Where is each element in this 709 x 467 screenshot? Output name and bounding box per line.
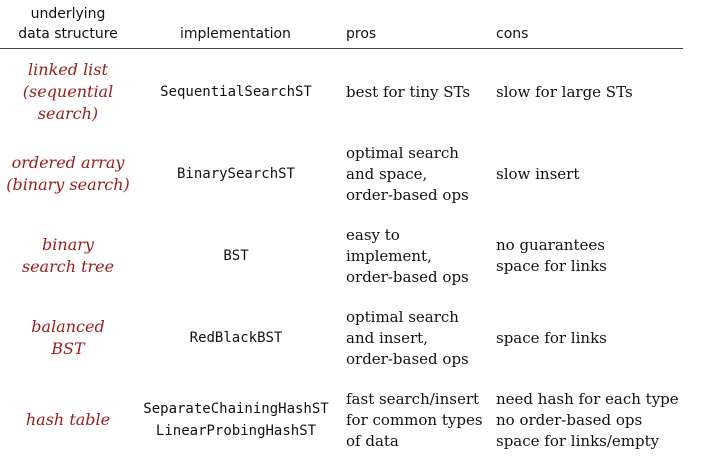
cell-pros: optimal search and insert, order-based o… [346,304,491,372]
cell-cons: slow insert [496,140,706,208]
structure-line: BST [51,339,85,358]
header-data-structure: underlying data structure [6,4,130,44]
cell-implementation: BST [136,222,336,290]
cons-line: space for links [496,257,607,275]
implementation-class: LinearProbingHashST [155,423,317,439]
cell-data-structure: binary search tree [0,222,136,290]
pros-line: best for tiny STs [346,82,471,101]
cons-line: slow for large STs [496,82,633,101]
cons-line: space for links [496,328,607,347]
structure-line: hash table [25,410,111,429]
pros-line: optimal search [346,143,459,162]
cell-pros: optimal search and space, order-based op… [346,140,491,208]
cons-line: need hash for each type [496,389,679,408]
cell-cons: space for links [496,304,706,372]
pros-line: order-based ops [346,267,469,286]
structure-line: (binary search) [6,175,130,194]
table-row-ordered-array: ordered array (binary search) BinarySear… [0,140,709,208]
cons-line: space for links/empty [496,431,660,450]
cell-data-structure: balanced BST [0,304,136,372]
cell-cons: no guarantees space for links [496,222,706,290]
structure-line: binary [42,235,94,254]
pros-line: optimal search [346,307,459,326]
implementation-class: SeparateChainingHashST [143,401,329,417]
cell-pros: easy to implement, order-based ops [346,222,491,290]
header-data-structure-line2: data structure [18,26,118,42]
structure-line: search) [37,104,99,123]
cons-line: no guarantees [496,236,605,254]
pros-line: order-based ops [346,185,469,204]
cell-cons: need hash for each type no order-based o… [496,386,706,454]
table-row-linked-list: linked list (sequential search) Sequenti… [0,58,709,126]
pros-line: and space, [346,164,428,183]
table-row-binary-search-tree: binary search tree BST easy to implement… [0,222,709,290]
pros-line: implement, [346,246,432,265]
cell-pros: best for tiny STs [346,58,491,126]
cell-implementation: BinarySearchST [136,140,336,208]
pros-line: easy to [346,225,400,244]
cell-data-structure: hash table [0,386,136,454]
table-row-balanced-bst: balanced BST RedBlackBST optimal search … [0,304,709,372]
cons-line: slow insert [496,164,580,183]
structure-line: search tree [21,257,115,276]
cell-implementation: SeparateChainingHashST LinearProbingHash… [136,386,336,454]
header-pros: pros [346,26,377,42]
cell-pros: fast search/insert for common types of d… [346,386,491,454]
pros-line: of data [346,431,399,450]
implementation-class: RedBlackBST [189,330,283,346]
table-row-hash-table: hash table SeparateChainingHashST Linear… [0,386,709,454]
pros-line: fast search/insert [346,389,480,408]
implementation-class: BST [223,248,249,264]
cell-data-structure: ordered array (binary search) [0,140,136,208]
cell-cons: slow for large STs [496,58,706,126]
header-divider [0,48,683,49]
implementation-class: BinarySearchST [176,166,295,182]
header-cons: cons [496,26,529,42]
cons-line: no order-based ops [496,410,643,429]
cell-implementation: SequentialSearchST [136,58,336,126]
structure-line: (sequential [22,82,114,101]
header-implementation: implementation [180,26,291,42]
structure-line: balanced [31,317,105,336]
header-data-structure-line1: underlying [30,6,106,22]
pros-line: for common types [346,410,483,429]
structure-line: ordered array [11,153,125,172]
cell-implementation: RedBlackBST [136,304,336,372]
cell-data-structure: linked list (sequential search) [0,58,136,126]
structure-line: linked list [28,60,108,79]
implementation-class: SequentialSearchST [160,84,312,100]
pros-line: and insert, [346,328,428,347]
pros-line: order-based ops [346,349,469,368]
